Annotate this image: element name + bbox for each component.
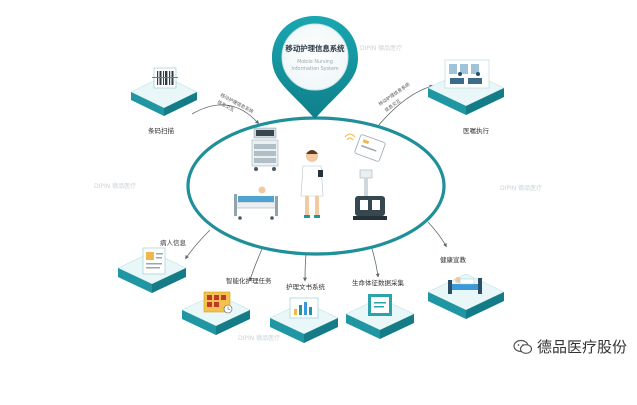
watermark: DIPIN 德品医疗 (500, 184, 542, 192)
node-label: 健康宣教 (440, 255, 467, 264)
node-vital-sign: 生命体征数据采集 (345, 278, 415, 339)
arc-connector (248, 248, 263, 282)
arc-connector (303, 253, 308, 282)
arc-connector (191, 104, 260, 125)
pin-subtitle: Mobile Nursing (297, 59, 333, 65)
wechat-icon (513, 339, 533, 354)
arc-connector (377, 84, 434, 127)
pin-subtitle: Information System (291, 66, 339, 72)
node-label: 条码扫描 (148, 126, 175, 135)
node-health-edu: 健康宣教 (427, 255, 505, 319)
node-ward-exec: 医嘱执行 (427, 59, 505, 135)
watermark: DIPIN 德品医疗 (360, 44, 402, 52)
node-label: 病人信息 (160, 238, 187, 247)
clipboard-icon (368, 294, 392, 316)
medical-cart-icon (251, 127, 279, 171)
wifi-icon (346, 137, 354, 141)
system-pin: 移动护理信息系统 Mobile Nursing Information Syst… (272, 16, 358, 119)
tablet-icon (344, 133, 386, 162)
arc-connector (427, 221, 447, 248)
system-ring (186, 116, 446, 256)
patient-bed-icon (448, 277, 482, 294)
vital-monitor-icon (353, 169, 387, 220)
node-patient-info: 病人信息 (117, 238, 187, 293)
ward-room-icon (444, 59, 490, 89)
arc-connector (185, 229, 211, 260)
node-label: 护理文书系统 (286, 282, 326, 291)
nurse-figure (300, 150, 324, 218)
brand-signature: 德品医疗股份 (513, 336, 627, 357)
node-label: 智能化护理任务 (226, 276, 272, 285)
hospital-bed-icon (234, 186, 278, 220)
node-nursing-doc: 护理文书系统 (269, 282, 339, 343)
node-smart-task: 智能化护理任务 (181, 276, 272, 335)
patient-card-icon (142, 247, 166, 275)
brand-name: 德品医疗股份 (536, 338, 627, 356)
node-barcode: 条码扫描 (130, 67, 198, 135)
barcode-icon (152, 67, 178, 89)
watermark: DIPIN 德品医疗 (238, 334, 280, 342)
node-label: 生命体征数据采集 (352, 278, 405, 287)
task-board-icon (203, 291, 233, 314)
node-label: 医嘱执行 (463, 126, 490, 135)
watermark: DIPIN 德品医疗 (94, 182, 136, 190)
arc-connector (371, 248, 380, 278)
pin-title: 移动护理信息系统 (285, 44, 345, 53)
document-chart-icon (289, 297, 319, 319)
